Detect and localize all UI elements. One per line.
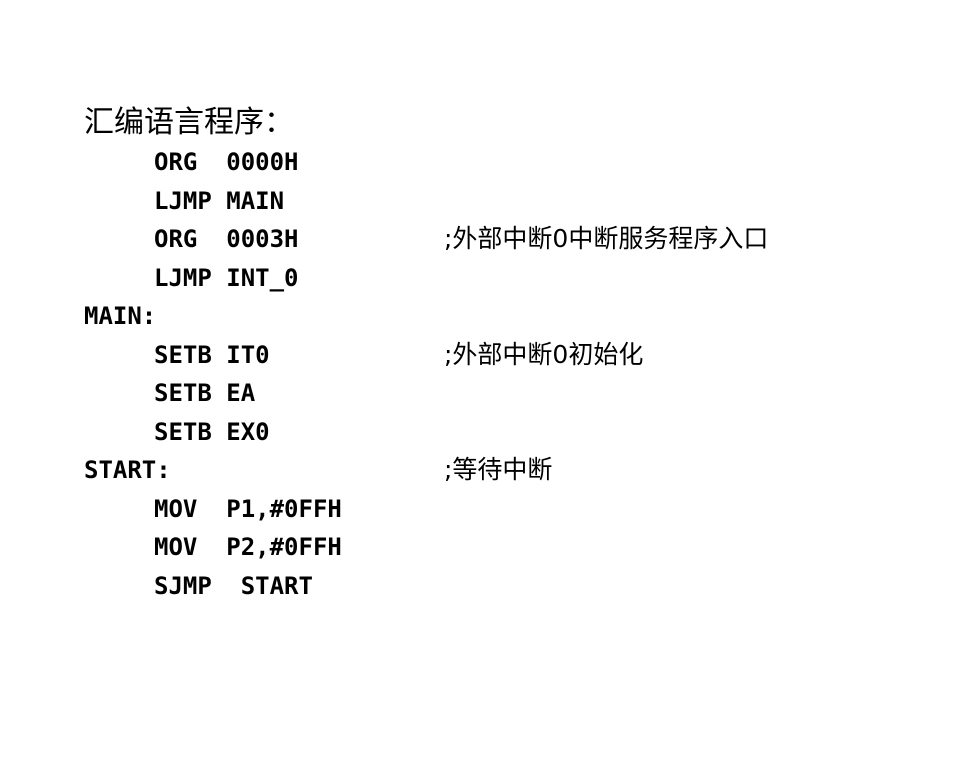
code-line: ORG 0000H — [0, 143, 960, 182]
code-instruction: ORG 0000H — [154, 148, 299, 176]
code-label: MAIN: — [84, 302, 157, 330]
code-line: ORG 0003H ;外部中断0中断服务程序入口 — [0, 220, 960, 259]
code-instruction: LJMP INT_0 — [154, 263, 299, 292]
code-line: LJMP INT_0 — [0, 259, 960, 298]
slide: 汇编语言程序： ORG 0000H LJMP MAIN ORG 0003H ;外… — [0, 105, 960, 605]
code-instruction: MOV P1,#0FFH — [154, 494, 342, 523]
code-comment: ;等待中断 — [444, 455, 553, 484]
code-line: SETB IT0 ;外部中断0初始化 — [0, 336, 960, 375]
code-label: START: — [84, 456, 171, 484]
assembly-code-block: ORG 0000H LJMP MAIN ORG 0003H ;外部中断0中断服务… — [0, 143, 960, 605]
code-instruction: SETB IT0 — [154, 340, 270, 369]
code-instruction: SJMP START — [154, 571, 313, 600]
code-line: SJMP START — [0, 567, 960, 606]
code-line: LJMP MAIN — [0, 182, 960, 221]
code-line: MOV P1,#0FFH — [0, 490, 960, 529]
code-instruction: MOV P2,#0FFH — [154, 533, 342, 561]
code-comment: ;外部中断0中断服务程序入口 — [444, 224, 769, 253]
code-line: START: ;等待中断 — [0, 451, 960, 490]
code-instruction: SETB EA — [154, 379, 256, 407]
code-line: MAIN: — [0, 297, 960, 336]
code-line: SETB EA — [0, 374, 960, 413]
code-line: SETB EX0 — [0, 413, 960, 452]
code-instruction: ORG 0003H — [154, 225, 299, 253]
code-comment: ;外部中断0初始化 — [444, 339, 644, 369]
code-instruction: LJMP MAIN — [154, 186, 285, 215]
code-line: MOV P2,#0FFH — [0, 528, 960, 567]
slide-title: 汇编语言程序： — [84, 105, 294, 140]
code-instruction: SETB EX0 — [154, 417, 270, 446]
